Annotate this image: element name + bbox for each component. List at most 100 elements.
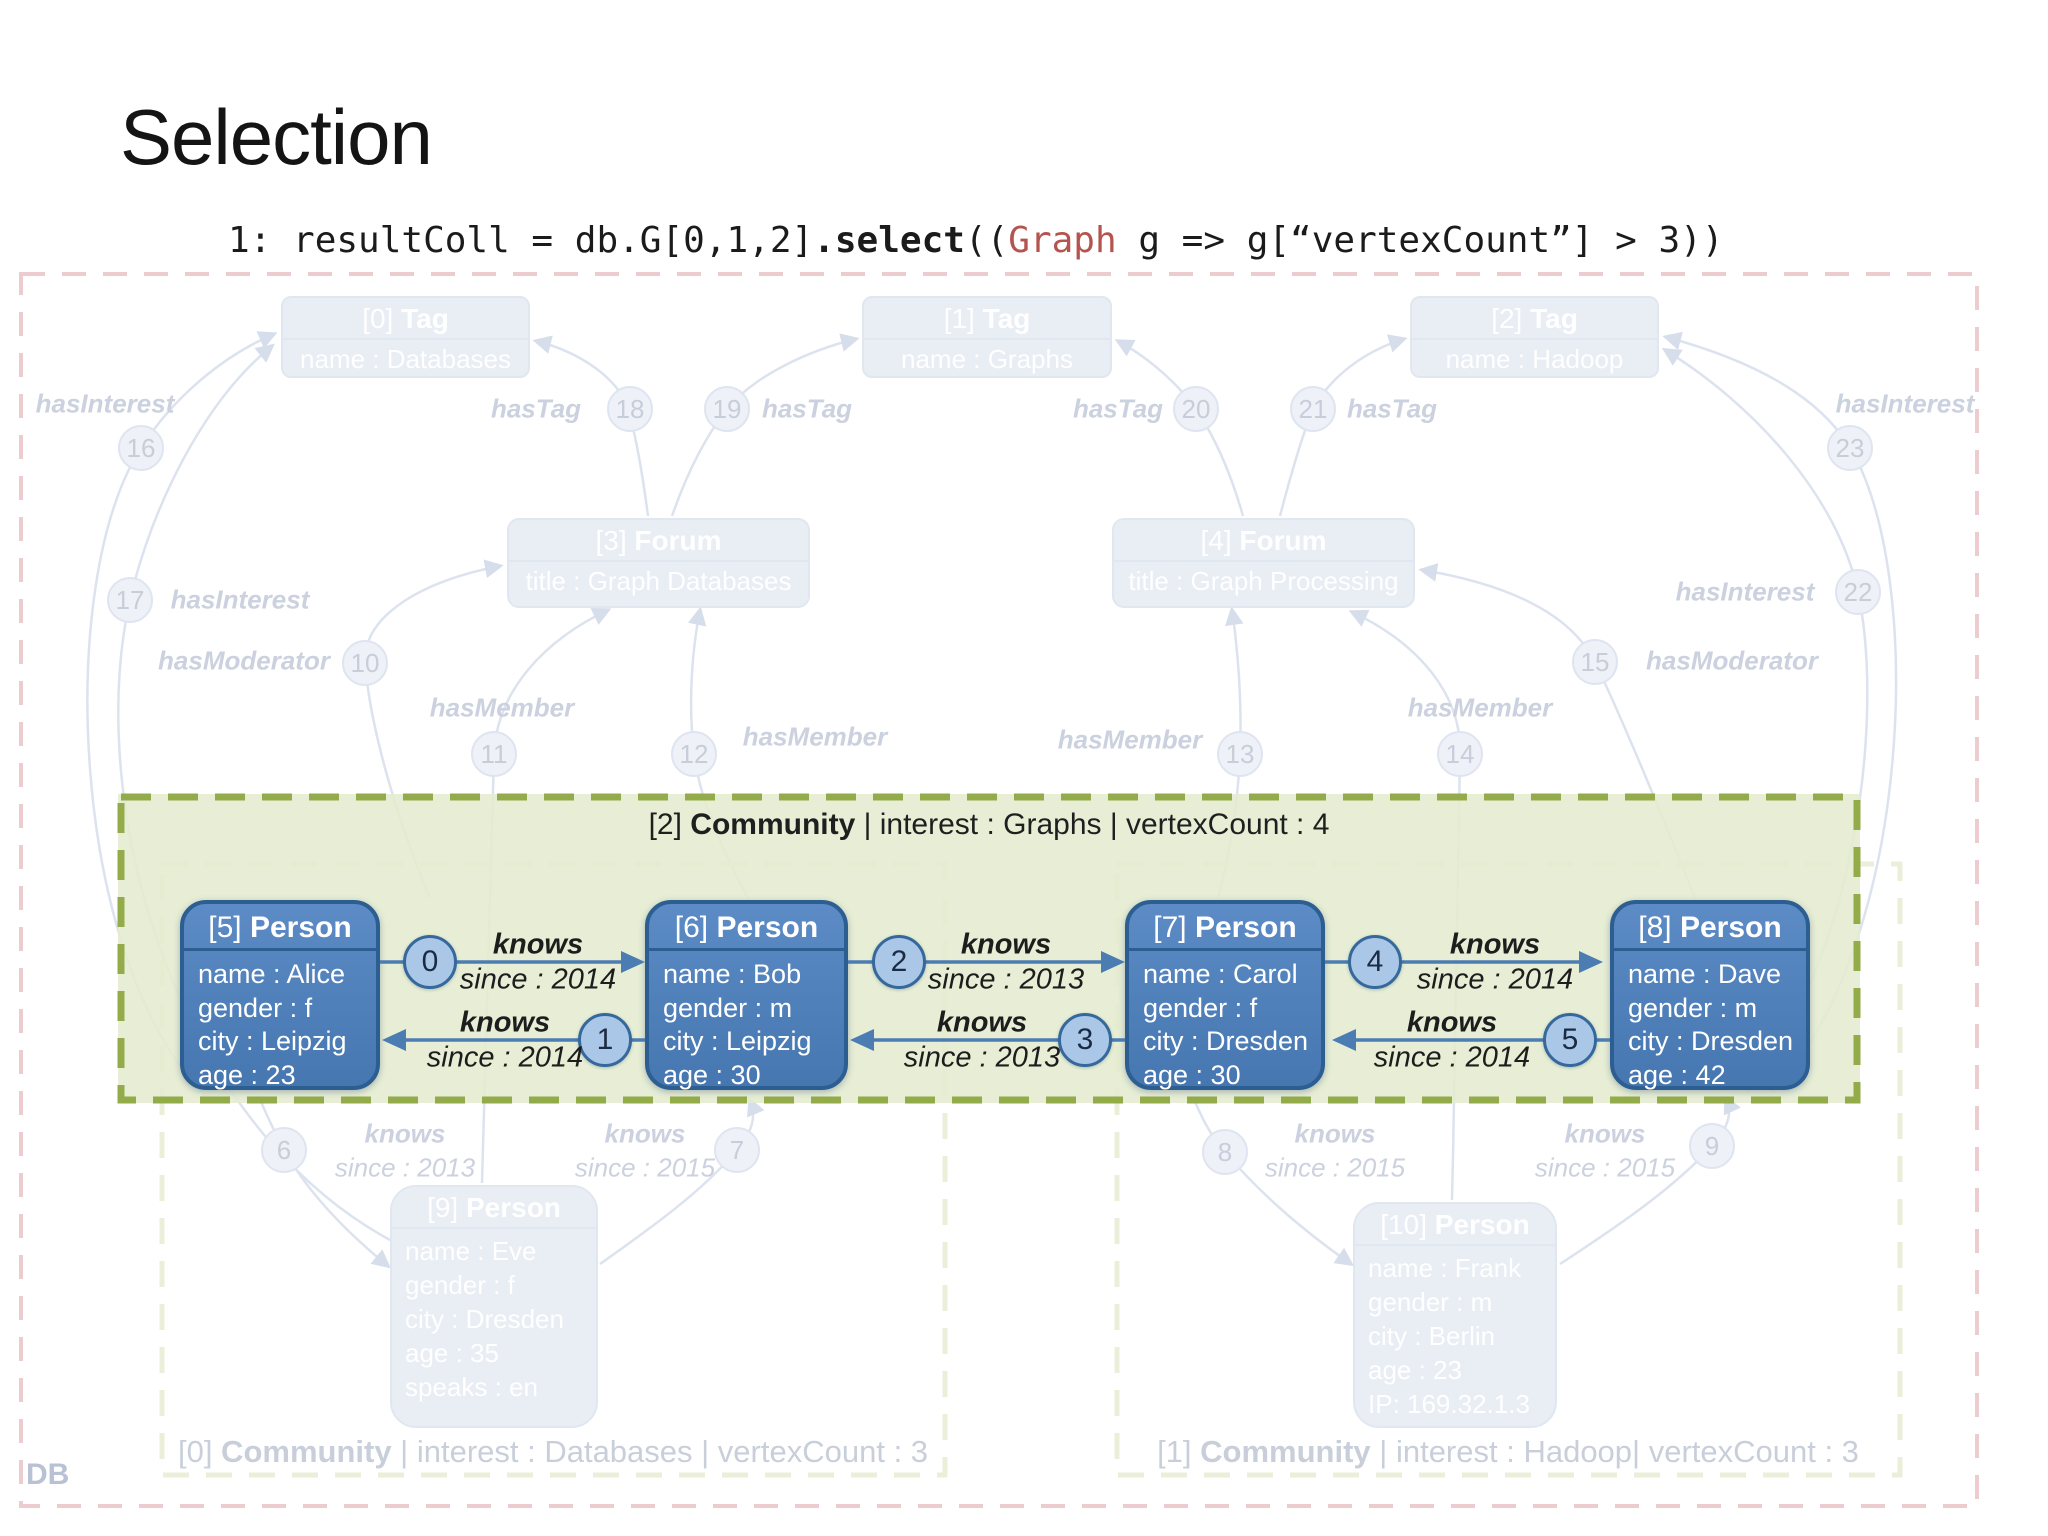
vertex-property: name : Databases — [299, 344, 511, 374]
vertex-property: city : Leipzig — [198, 1026, 347, 1056]
edge-circle: 16 — [118, 425, 164, 471]
edge-circle: 22 — [1835, 569, 1881, 615]
vertex-header: [9] Person — [392, 1187, 596, 1229]
edge-label: hasMember — [429, 692, 575, 723]
edge-circle: 17 — [107, 577, 153, 623]
code-suffix: g => g[“vertexCount”] > 3)) — [1116, 220, 1724, 261]
edge-circle: 2 — [872, 935, 926, 989]
edge-label-since: since : 2014 — [459, 963, 617, 996]
edge-label-since: since : 2013 — [903, 1041, 1061, 1074]
code-open-parens: (( — [964, 220, 1009, 261]
vertex-property: name : Graphs — [901, 344, 1073, 374]
vertex-property: gender : m — [663, 992, 793, 1023]
vertex-property: age : 42 — [1628, 1059, 1726, 1090]
edge-label-since: since : 2014 — [1373, 1041, 1531, 1074]
vertex-property: city : Berlin — [1368, 1321, 1496, 1351]
edge-label-since: since : 2014 — [426, 1041, 584, 1074]
edge-label: knows — [1564, 1118, 1646, 1149]
edge-label: hasInterest — [1835, 388, 1975, 419]
vertex-header: [3] Forum — [509, 520, 808, 562]
vertex-property: gender : m — [1368, 1287, 1493, 1317]
vertex-type: Person — [1679, 911, 1782, 944]
edge-since-label: since : 2015 — [1264, 1152, 1406, 1183]
vertex-property: age : 30 — [1143, 1059, 1241, 1090]
vertex-property: gender : f — [198, 992, 313, 1023]
vertex-type: Forum — [634, 525, 722, 556]
vertex-property: age : 23 — [198, 1059, 296, 1090]
vertex-property: age : 30 — [663, 1059, 761, 1090]
edge-label-knows: knows — [960, 928, 1052, 961]
vertex-id: [4] — [1200, 525, 1240, 556]
vertex-type: Person — [716, 911, 819, 944]
edge-label: hasInterest — [1675, 576, 1815, 607]
edge-label: hasInterest — [170, 584, 310, 615]
vertex-id: [1] — [943, 303, 983, 334]
vertex-type: Tag — [401, 303, 449, 334]
edge-label-knows: knows — [1449, 928, 1541, 961]
community-1-label: [1] Community | interest : Hadoop| verte… — [1157, 1434, 1859, 1469]
edge-label: knows — [604, 1118, 686, 1149]
vertex-property: name : Hadoop — [1445, 344, 1624, 374]
edge-since-label: since : 2015 — [574, 1152, 716, 1183]
vertex-property: name : Frank — [1368, 1253, 1522, 1283]
vertex-property: name : Bob — [663, 959, 802, 989]
edge-circle: 20 — [1173, 386, 1219, 432]
page-title: Selection — [120, 93, 433, 181]
vertex-type: Person — [249, 911, 352, 944]
edge-circle: 19 — [704, 386, 750, 432]
edge-label-knows: knows — [1406, 1006, 1498, 1039]
vertex-property: title : Graph Databases — [525, 566, 792, 596]
code-prefix: 1: resultColl = db.G[0,1,2] — [228, 220, 814, 261]
vertex-properties: name : Eve gender : f city : Dresden age : … — [392, 1229, 596, 1404]
edge-circle: 1 — [578, 1013, 632, 1067]
edge-circle: 21 — [1290, 386, 1336, 432]
edge-label: knows — [364, 1118, 446, 1149]
vertex-id: [6] — [674, 911, 717, 944]
edge-circle: 10 — [342, 640, 388, 686]
vertex-header: [1] Tag — [864, 298, 1110, 340]
edge-label: hasTag — [761, 393, 853, 424]
vertex-property: gender : f — [405, 1270, 515, 1300]
tag-node: [1] Tag name : Graphs — [862, 296, 1112, 378]
vertex-property: name : Alice — [198, 959, 346, 989]
edge-label: hasMember — [1407, 692, 1553, 723]
edge-label-knows: knows — [936, 1006, 1028, 1039]
code-graph-keyword: Graph — [1008, 220, 1117, 261]
edge-circle: 6 — [261, 1127, 307, 1173]
edge-circle: 12 — [671, 731, 717, 777]
edge-circle: 23 — [1827, 425, 1873, 471]
vertex-property: city : Dresden — [405, 1304, 564, 1334]
vertex-property: age : 35 — [405, 1338, 499, 1368]
edge-label-knows: knows — [492, 928, 584, 961]
vertex-property: city : Leipzig — [663, 1026, 812, 1056]
vertex-type: Tag — [1530, 303, 1578, 334]
edge-circle: 0 — [403, 935, 457, 989]
vertex-property: name : Carol — [1143, 959, 1298, 989]
vertex-id: [8] — [1638, 911, 1680, 944]
vertex-id: [10] — [1380, 1209, 1435, 1240]
vertex-id: [7] — [1153, 911, 1195, 944]
edge-circle: 14 — [1437, 731, 1483, 777]
edge-label: hasTag — [1072, 393, 1164, 424]
vertex-type: Forum — [1239, 525, 1327, 556]
vertex-header: [5] Person — [184, 904, 376, 951]
edge-label: knows — [1294, 1118, 1376, 1149]
vertex-property: gender : m — [1628, 992, 1758, 1023]
vertex-property: name : Eve — [405, 1236, 537, 1266]
edge-label-since: since : 2014 — [1416, 963, 1574, 996]
edge-label: hasInterest — [35, 388, 175, 419]
edge-circle: 13 — [1217, 731, 1263, 777]
vertex-id: [5] — [208, 911, 250, 944]
edge-label: hasModerator — [1646, 645, 1818, 676]
